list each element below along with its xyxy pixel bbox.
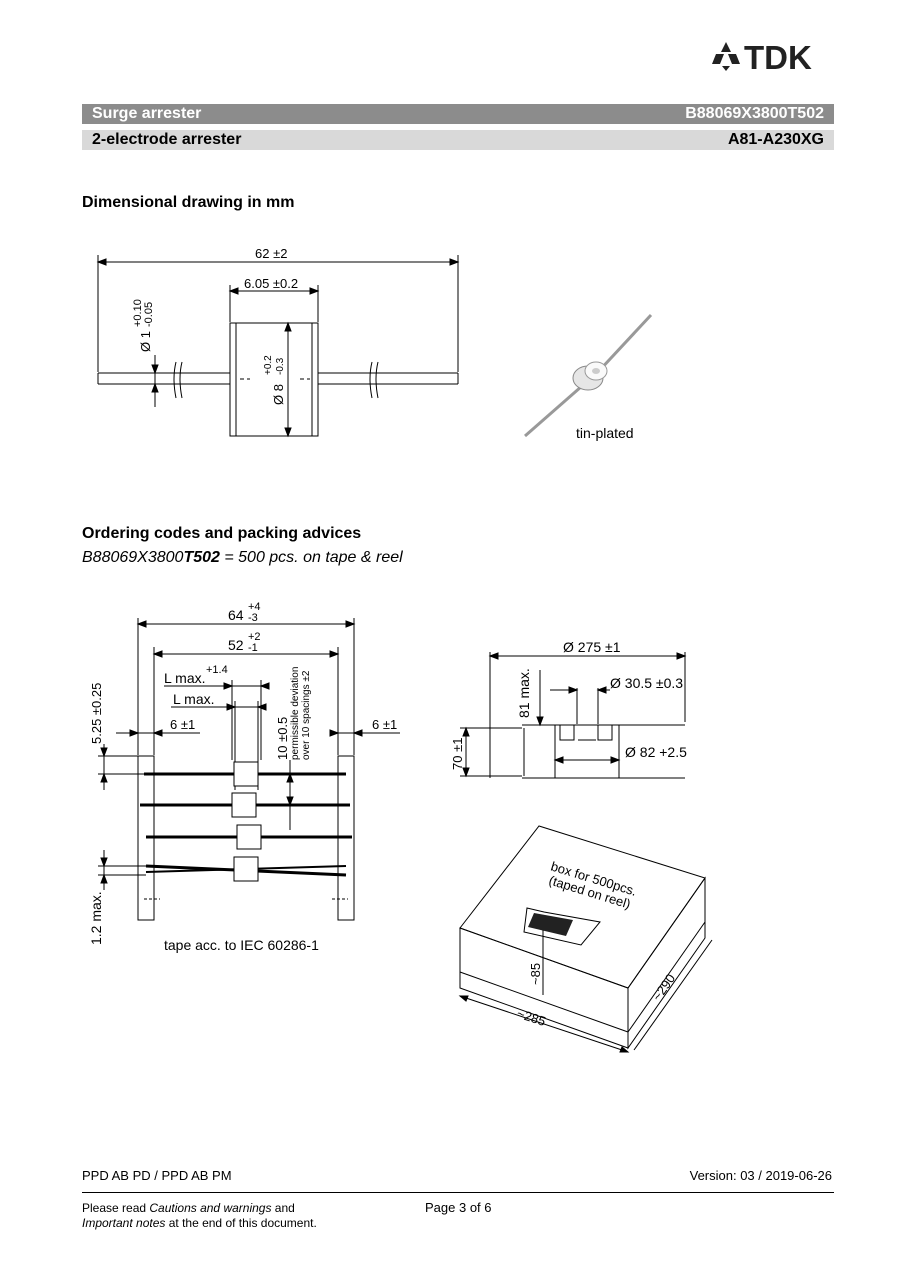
dim-tape-inner: 52 <box>228 637 244 653</box>
tape-caption: tape acc. to IEC 60286-1 <box>164 937 319 953</box>
important-notes-link: Important notes <box>82 1216 166 1230</box>
dim-tape-outer-minus: -3 <box>248 612 258 624</box>
dim-tape-outer-plus: +4 <box>248 601 261 613</box>
product-type: Surge arrester <box>92 105 202 122</box>
dim-lead-tol-plus: +0.10 <box>132 299 144 327</box>
tape-drawing <box>98 618 400 921</box>
dim-tape-outer: 64 <box>228 607 244 623</box>
product-bar: Surge arrester B88069X3800T502 <box>82 104 834 124</box>
dim-10: 10 ±0.5 <box>275 717 290 760</box>
footer-department: PPD AB PD / PPD AB PM <box>82 1168 232 1183</box>
dim-reel-81: 81 max. <box>516 668 532 718</box>
note-text-2: and <box>271 1201 295 1215</box>
dim-lmax-1: L max. <box>164 670 206 686</box>
dim-reel-275: Ø 275 ±1 <box>563 639 621 655</box>
tape-components <box>140 761 352 882</box>
deviation-line-2: over 10 spacings ±2 <box>301 670 312 760</box>
deviation-line-1: permissible deviation <box>290 667 301 760</box>
dim-reel-30-5: Ø 30.5 ±0.3 <box>610 675 683 691</box>
product-series: A81-A230XG <box>727 131 824 148</box>
reel-drawing <box>460 652 687 779</box>
note-text-3: at the end of this document. <box>165 1216 317 1230</box>
dim-body-tol-plus: +0.2 <box>263 355 274 375</box>
footer-version: Version: 03 / 2019-06-26 <box>689 1168 832 1183</box>
dim-6-left: 6 ±1 <box>170 717 195 732</box>
dim-lmax-2: L max. <box>173 691 215 707</box>
dim-body-dia: Ø 8 <box>271 384 286 405</box>
dim-lead-dia: Ø 1 <box>138 331 153 352</box>
code-suffix: = 500 pcs. on tape & reel <box>219 549 403 566</box>
page-number: Page 3 of 6 <box>425 1200 492 1215</box>
dim-5-25: 5.25 ±0.25 <box>89 683 104 744</box>
dim-6-right: 6 ±1 <box>372 717 397 732</box>
tin-plated-label: tin-plated <box>576 425 634 441</box>
dim-lmax-1-tol: +1.4 <box>206 664 228 676</box>
arrester-photo <box>524 313 653 438</box>
dim-tape-inner-plus: +2 <box>248 631 261 643</box>
cautions-link: Cautions and warnings <box>149 1201 272 1215</box>
box-drawing <box>458 825 713 1053</box>
code-prefix: B88069X3800 <box>82 549 184 566</box>
dim-length: 62 ±2 <box>255 246 287 261</box>
section-dimensional-title: Dimensional drawing in mm <box>82 194 295 211</box>
dim-box-285: ~285 <box>515 1006 547 1029</box>
product-subtype: 2-electrode arrester <box>92 131 242 148</box>
ordering-code: B88069X3800T502 <box>685 105 824 122</box>
dim-reel-82: Ø 82 +2.5 <box>625 744 687 760</box>
tdk-logo: TDK <box>712 39 836 76</box>
brand-text: TDK <box>744 40 812 72</box>
dim-box-290: ~290 <box>649 971 678 1004</box>
section-ordering-title: Ordering codes and packing advices <box>82 525 362 542</box>
dim-reel-70: 70 ±1 <box>450 738 465 770</box>
footer-note: Please read Cautions and warnings and Im… <box>82 1201 317 1231</box>
dim-body-length: 6.05 ±0.2 <box>244 276 298 291</box>
dim-body-tol-minus: -0.3 <box>275 357 286 375</box>
tdk-emblem-icon <box>712 42 740 71</box>
arrester-drawing <box>96 255 460 438</box>
footer-divider <box>82 1192 834 1193</box>
dim-tape-inner-minus: -1 <box>248 642 258 654</box>
dim-1-2: 1.2 max. <box>88 891 104 945</box>
subtype-bar: 2-electrode arrester A81-A230XG <box>82 130 834 150</box>
ordering-code-line: B88069X3800T502 = 500 pcs. on tape & ree… <box>82 549 403 567</box>
code-bold: T502 <box>183 549 220 566</box>
dim-lead-tol-minus: -0.05 <box>143 302 155 327</box>
note-text-1: Please read <box>82 1201 150 1215</box>
dim-box-85: ~85 <box>528 963 543 985</box>
